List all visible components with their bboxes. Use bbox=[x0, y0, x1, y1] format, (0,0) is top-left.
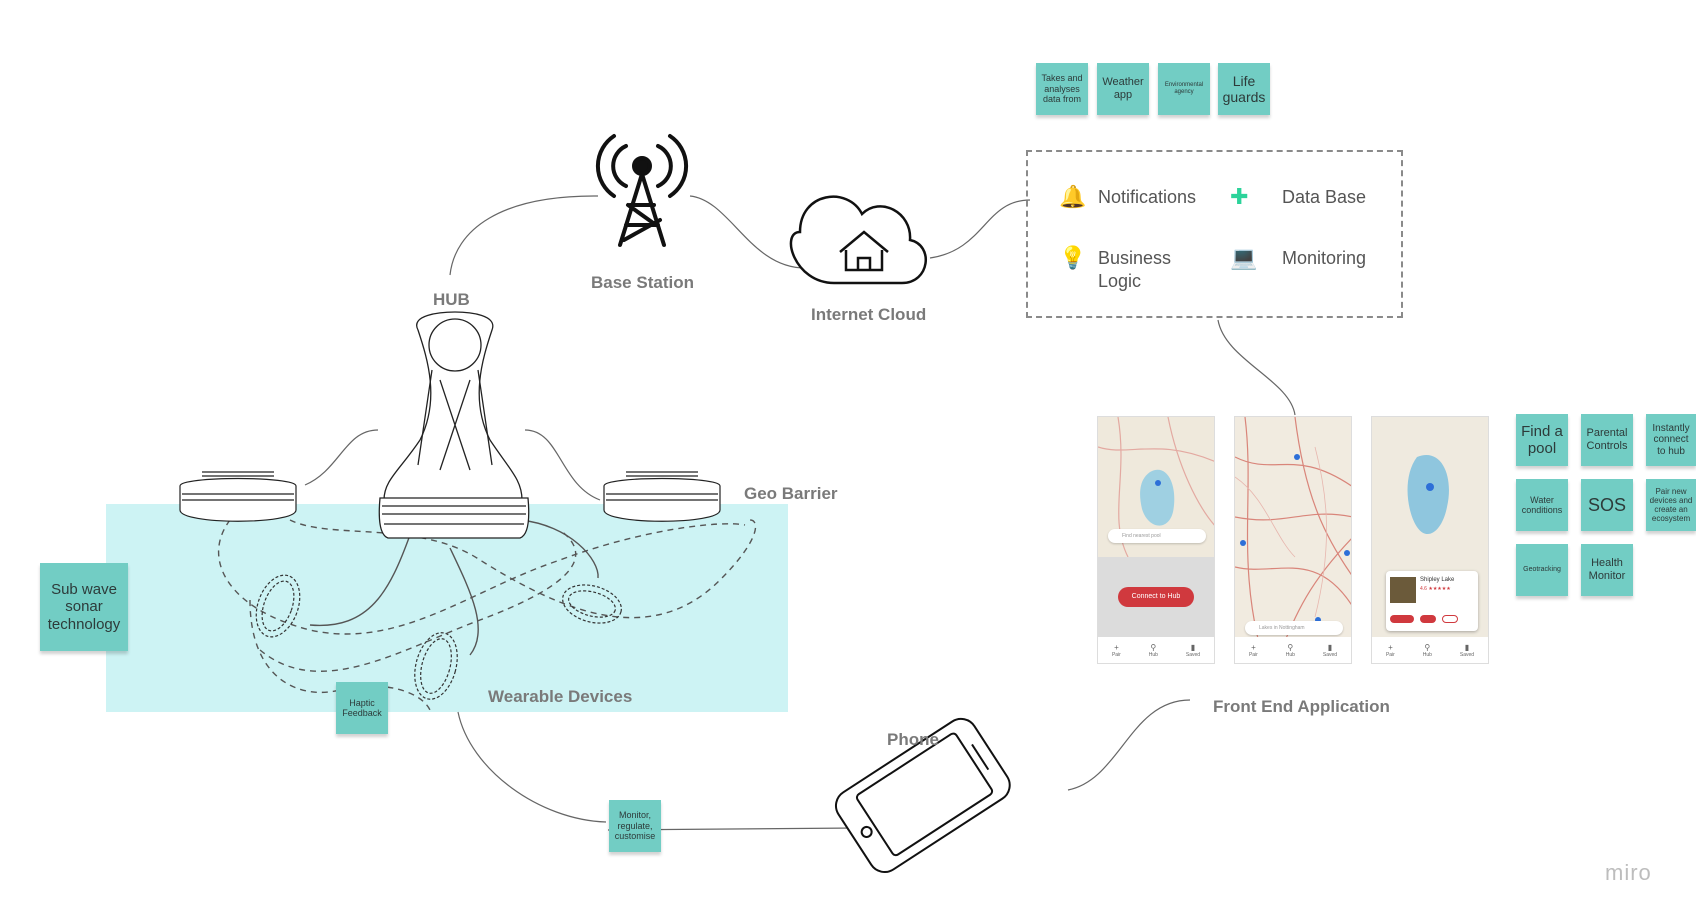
radio-tower-icon bbox=[598, 136, 686, 245]
hub-link-1 bbox=[310, 535, 410, 625]
hub-device-drawing bbox=[379, 312, 528, 538]
wearable-ring-1 bbox=[248, 569, 307, 643]
sticky-geotracking[interactable]: Geotracking bbox=[1516, 544, 1568, 596]
wearable-ring-3 bbox=[408, 628, 464, 704]
lake-title: Shipley Lake bbox=[1420, 577, 1454, 583]
laptop-icon: 💻 bbox=[1230, 245, 1257, 271]
plus-icon: + bbox=[1114, 643, 1119, 652]
phone-label: Phone bbox=[887, 730, 939, 750]
sticky-sos[interactable]: SOS bbox=[1581, 479, 1633, 531]
connector-services-app bbox=[1218, 320, 1295, 415]
sticky-takes-data[interactable]: Takes and analyses data from bbox=[1036, 63, 1088, 115]
tab-hub[interactable]: ⚲Hub bbox=[1149, 643, 1158, 658]
app-screen-connect[interactable]: Find nearest pool Connect to Hub +Pair ⚲… bbox=[1097, 416, 1215, 664]
sticky-monitor-regulate[interactable]: Monitor, regulate, customise bbox=[609, 800, 661, 852]
hub-link-3 bbox=[520, 520, 598, 578]
connector-hub-base-station bbox=[450, 196, 598, 275]
data-base-label: Data Base bbox=[1282, 186, 1366, 209]
right-buoy-drawing bbox=[604, 472, 720, 521]
connector-base-station-cloud bbox=[690, 196, 805, 268]
connector-wearable-monitor bbox=[458, 712, 606, 822]
wearable-ring-2 bbox=[558, 579, 625, 629]
sticky-health-monitor[interactable]: Health Monitor bbox=[1581, 544, 1633, 596]
tab-bar: +Pair ⚲Hub ▮Saved bbox=[1098, 637, 1214, 663]
wearable-path-3 bbox=[260, 530, 576, 671]
puzzle-icon: ✚ bbox=[1230, 184, 1248, 210]
monitoring-label: Monitoring bbox=[1282, 247, 1366, 270]
connector-hub-left-buoy bbox=[305, 430, 378, 485]
plus-icon: + bbox=[1251, 643, 1256, 652]
cloud-home-icon bbox=[791, 197, 926, 283]
pin-icon: ⚲ bbox=[1424, 643, 1430, 652]
lake-rating: 4.6 ★★★★★ bbox=[1420, 586, 1451, 592]
app-screen-lake-detail[interactable]: Shipley Lake 4.6 ★★★★★ +Pair ⚲Hub ▮Saved bbox=[1371, 416, 1489, 664]
lake-thumbnail bbox=[1390, 577, 1416, 603]
lightbulb-icon: 💡 bbox=[1059, 245, 1086, 271]
tab-hub[interactable]: ⚲Hub bbox=[1286, 643, 1295, 658]
sticky-haptic-feedback[interactable]: Haptic Feedback bbox=[336, 682, 388, 734]
location-search-input[interactable]: Lakes in Nottingham bbox=[1245, 621, 1343, 635]
connector-app-phone bbox=[1068, 700, 1190, 790]
left-buoy-drawing bbox=[180, 472, 296, 521]
search-input[interactable]: Find nearest pool bbox=[1108, 529, 1206, 543]
hub-label: HUB bbox=[433, 290, 470, 310]
sticky-pair-devices[interactable]: Pair new devices and create an ecosystem bbox=[1646, 479, 1696, 531]
pin-icon: ⚲ bbox=[1287, 643, 1293, 652]
tab-pair[interactable]: +Pair bbox=[1112, 643, 1121, 658]
tab-pair[interactable]: +Pair bbox=[1249, 643, 1258, 658]
sticky-weather-app[interactable]: Weather app bbox=[1097, 63, 1149, 115]
tab-bar: +Pair ⚲Hub ▮Saved bbox=[1372, 637, 1488, 663]
sticky-water-conditions[interactable]: Water conditions bbox=[1516, 479, 1568, 531]
base-station-label: Base Station bbox=[591, 273, 694, 293]
internet-cloud-label: Internet Cloud bbox=[811, 305, 926, 325]
connector-hub-right-buoy bbox=[525, 430, 600, 500]
business-logic-label: Business Logic bbox=[1098, 247, 1198, 292]
bookmark-icon: ▮ bbox=[1191, 643, 1195, 652]
front-end-application-label: Front End Application bbox=[1213, 697, 1390, 717]
sticky-find-pool[interactable]: Find a pool bbox=[1516, 414, 1568, 466]
connector-cloud-services bbox=[930, 200, 1030, 258]
connect-to-hub-button[interactable]: Connect to Hub bbox=[1118, 587, 1194, 607]
bookmark-icon: ▮ bbox=[1465, 643, 1469, 652]
tab-saved[interactable]: ▮Saved bbox=[1186, 643, 1200, 658]
lake-info-card[interactable]: Shipley Lake 4.6 ★★★★★ bbox=[1386, 571, 1478, 631]
bell-icon: 🔔 bbox=[1059, 184, 1086, 210]
sticky-instantly-connect[interactable]: Instantly connect to hub bbox=[1646, 414, 1696, 466]
sticky-parental-controls[interactable]: Parental Controls bbox=[1581, 414, 1633, 466]
sticky-sub-wave-sonar[interactable]: Sub wave sonar technology bbox=[40, 563, 128, 651]
app-screen-map[interactable]: Lakes in Nottingham +Pair ⚲Hub ▮Saved bbox=[1234, 416, 1352, 664]
miro-watermark: miro bbox=[1605, 860, 1652, 886]
sticky-environmental-agency[interactable]: Environmental agency bbox=[1158, 63, 1210, 115]
plus-icon: + bbox=[1388, 643, 1393, 652]
services-box bbox=[1026, 150, 1403, 318]
go-button[interactable] bbox=[1390, 615, 1414, 623]
info-button[interactable] bbox=[1420, 615, 1436, 623]
save-button[interactable] bbox=[1442, 615, 1458, 623]
tab-saved[interactable]: ▮Saved bbox=[1460, 643, 1474, 658]
bookmark-icon: ▮ bbox=[1328, 643, 1332, 652]
tab-bar: +Pair ⚲Hub ▮Saved bbox=[1235, 637, 1351, 663]
geo-barrier-label: Geo Barrier bbox=[744, 484, 838, 504]
tab-pair[interactable]: +Pair bbox=[1386, 643, 1395, 658]
sticky-life-guards[interactable]: Life guards bbox=[1218, 63, 1270, 115]
wearable-devices-label: Wearable Devices bbox=[488, 687, 632, 707]
tab-hub[interactable]: ⚲Hub bbox=[1423, 643, 1432, 658]
pin-icon: ⚲ bbox=[1150, 643, 1156, 652]
tab-saved[interactable]: ▮Saved bbox=[1323, 643, 1337, 658]
notifications-label: Notifications bbox=[1098, 186, 1196, 209]
